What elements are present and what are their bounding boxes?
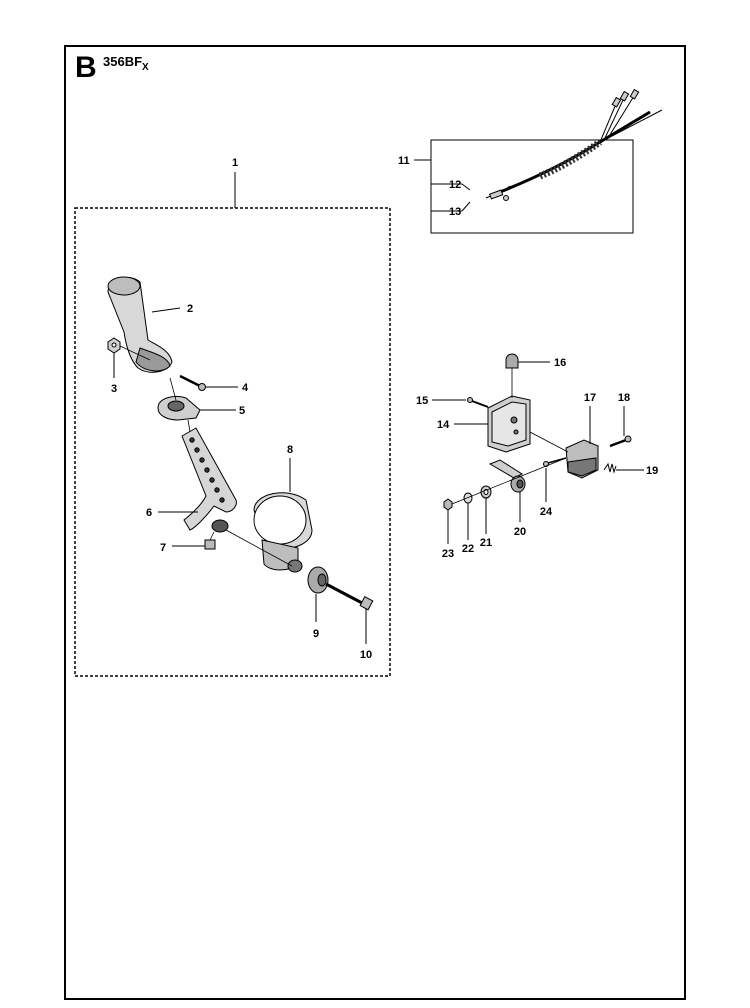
part-label-15: 15	[416, 395, 428, 407]
part-label-2: 2	[187, 303, 193, 315]
ring-clamp-part-8	[253, 492, 313, 573]
bolt-part-10	[325, 582, 374, 611]
nut-part-7	[204, 539, 216, 550]
part-label-24: 24	[540, 506, 553, 518]
wiring-harness	[485, 88, 663, 201]
hidden-line-8	[225, 529, 293, 567]
part-label-1: 1	[232, 157, 238, 169]
knob-part-9	[307, 566, 329, 594]
part-label-8: 8	[287, 444, 293, 456]
trigger-housing-part-17	[565, 439, 599, 479]
part-label-10: 10	[360, 649, 372, 661]
part-label-21: 21	[480, 537, 492, 549]
hidden-line-7	[209, 531, 215, 541]
part-label-9: 9	[313, 628, 319, 640]
assembly-group-box	[74, 207, 391, 677]
hidden-line-3	[119, 345, 151, 361]
nut-part-3	[107, 337, 121, 354]
hidden-line-17	[529, 431, 569, 453]
part-label-3: 3	[111, 383, 117, 395]
screw-part-15	[467, 397, 489, 408]
hidden-line-6	[187, 419, 191, 433]
screw-part-4	[179, 374, 206, 391]
button-cap-part-16	[505, 353, 519, 369]
handle-grip	[107, 276, 173, 373]
switch-housing-part-14	[487, 395, 531, 453]
nut-part-23	[443, 498, 453, 511]
screw-part-18	[609, 435, 632, 448]
model-name: 356BF	[103, 54, 143, 69]
model-subscript: X	[142, 62, 149, 73]
handle-bar-part-6	[181, 427, 237, 533]
part-label-22: 22	[462, 543, 474, 555]
part-label-16: 16	[554, 357, 566, 369]
part-label-14: 14	[437, 419, 450, 431]
part-label-12: 12	[449, 179, 461, 191]
part-label-20: 20	[514, 526, 526, 538]
part-label-11: 11	[398, 155, 410, 167]
hidden-line-5	[169, 377, 177, 401]
part-label-5: 5	[239, 405, 245, 417]
lever-part-20	[488, 459, 526, 493]
leader-2	[151, 307, 181, 313]
part-label-23: 23	[442, 548, 454, 560]
part-label-6: 6	[146, 507, 152, 519]
page-frame	[64, 45, 686, 1000]
part-label-18: 18	[618, 392, 630, 404]
part-label-4: 4	[242, 382, 249, 394]
section-letter: B	[75, 51, 97, 84]
part-label-7: 7	[160, 542, 166, 554]
part-label-17: 17	[584, 392, 596, 404]
harness-box	[430, 139, 634, 234]
model-label: 356BFX	[103, 54, 149, 73]
hidden-line-axis	[451, 457, 567, 505]
spring-part-19	[603, 462, 617, 474]
part-label-19: 19	[646, 465, 658, 477]
clamp-part-5	[157, 395, 201, 421]
bracket-12-13	[431, 183, 471, 212]
part-label-13: 13	[449, 206, 461, 218]
washer-part-22	[463, 492, 473, 504]
